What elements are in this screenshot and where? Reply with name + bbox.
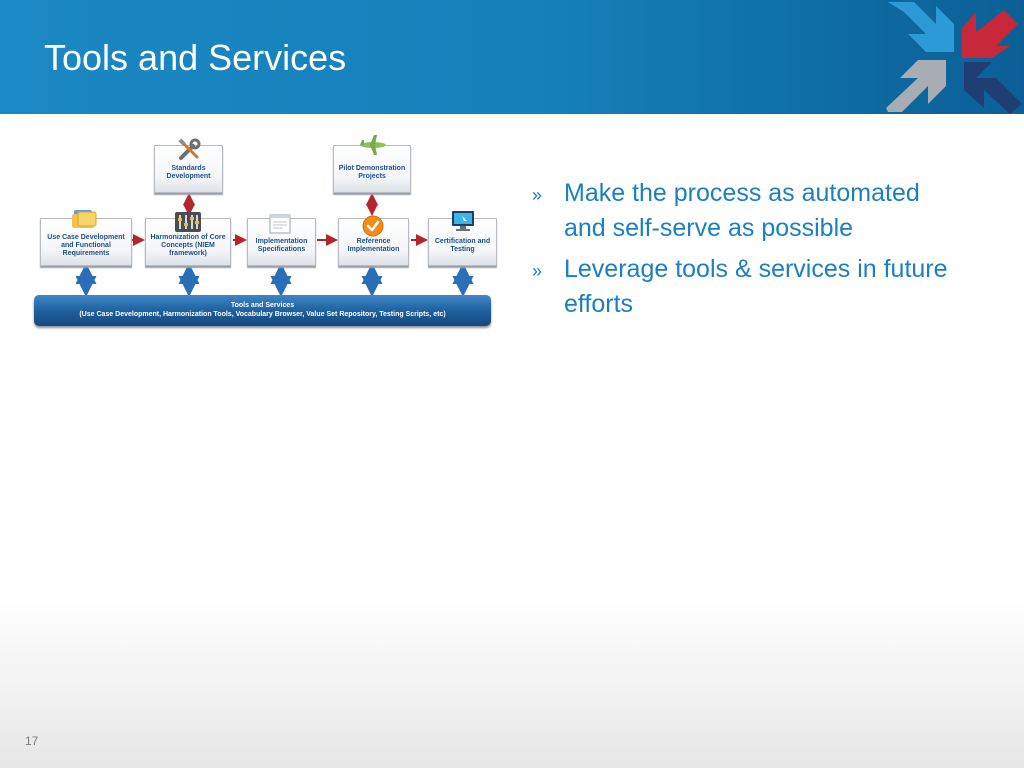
bullet-text: Make the process as automated and self-s… <box>564 179 920 242</box>
slide-header: Tools and Services <box>0 0 1024 114</box>
harmonization-label: Harmonization of Core Concepts (NIEM fra… <box>150 234 226 257</box>
implementation-specifications-box: Implementation Specifications <box>247 218 316 266</box>
logo-arrow-light-blue <box>888 2 954 52</box>
standards-development-label: Standards Development <box>166 165 211 180</box>
logo-arrow-red <box>962 10 1018 58</box>
slide-title: Tools and Services <box>44 37 347 78</box>
reference-implementation-label: Reference Implementation <box>347 238 400 253</box>
use-case-development-label: Use Case Development and Functional Requ… <box>47 234 125 257</box>
process-diagram: Standards Development Pilot Demonstratio… <box>30 128 500 338</box>
diagram-connectors <box>75 193 474 297</box>
bullet-text: Leverage tools & services in future effo… <box>564 255 948 318</box>
logo-arrow-navy <box>964 62 1022 114</box>
tools-and-services-bar: Tools and Services (Use Case Development… <box>34 295 491 326</box>
bullet-marker: » <box>532 261 543 281</box>
airplane-icon <box>360 135 386 155</box>
tools-icon <box>178 138 201 160</box>
document-icon <box>269 214 291 234</box>
bullet-marker: » <box>532 185 543 205</box>
monitor-icon <box>452 211 474 231</box>
tools-bar-subtitle: (Use Case Development, Harmonization Too… <box>79 311 446 318</box>
folders-icon <box>72 210 97 228</box>
page-number: 17 <box>25 734 39 748</box>
logo-arrow-gray <box>886 60 946 112</box>
certification-testing-label: Certification and Testing <box>434 238 491 253</box>
converging-arrows-logo-icon <box>886 2 1022 114</box>
harmonization-box: Harmonization of Core Concepts (NIEM fra… <box>145 218 231 266</box>
tools-bar-title: Tools and Services <box>230 302 295 309</box>
bullet-list: » Make the process as automated and self… <box>532 176 952 328</box>
checkmark-icon <box>362 215 384 237</box>
pilot-demonstration-label: Pilot Demonstration Projects <box>338 165 406 180</box>
implementation-specifications-label: Implementation Specifications <box>255 238 308 253</box>
mixer-icon <box>175 212 201 232</box>
bullet-item: » Leverage tools & services in future ef… <box>532 252 952 322</box>
bullet-item: » Make the process as automated and self… <box>532 176 952 246</box>
